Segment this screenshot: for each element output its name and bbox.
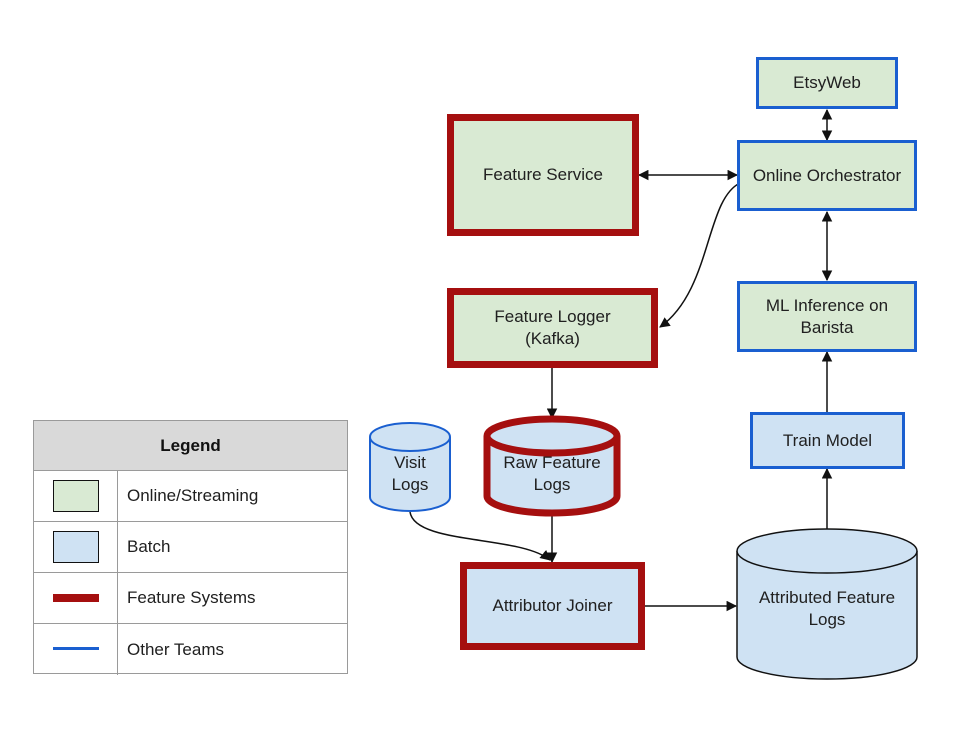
feature-service-node: Feature Service (447, 114, 639, 236)
attributor-joiner-node: Attributor Joiner (460, 562, 645, 650)
edge-visitlogs-attributor (409, 511, 551, 561)
legend-symbol-cell (34, 624, 118, 675)
red-line-swatch (53, 594, 99, 602)
legend-symbol-cell (34, 573, 118, 623)
legend-row-feature-systems: Feature Systems (34, 573, 347, 624)
green-box-swatch (53, 480, 99, 512)
blue-box-swatch (53, 531, 99, 563)
attributed-feature-logs-cylinder (736, 528, 918, 680)
visit-logs-cylinder (369, 422, 451, 512)
raw-feature-logs-cylinder (483, 415, 621, 517)
etsyweb-node: EtsyWeb (756, 57, 898, 109)
legend-label: Other Teams (127, 639, 225, 659)
legend: Legend Online/Streaming Batch Feature Sy… (33, 420, 348, 675)
legend-label: Batch (127, 537, 171, 556)
legend-row-batch: Batch (34, 522, 347, 573)
feature-logger-node: Feature Logger (Kafka) (447, 288, 658, 368)
legend-symbol-cell (34, 522, 118, 572)
legend-label: Feature Systems (127, 588, 256, 607)
online-orchestrator-node: Online Orchestrator (737, 140, 917, 211)
blue-line-swatch (53, 647, 99, 650)
visit-logs-label: Visit Logs (391, 453, 429, 494)
legend-label: Online/Streaming (127, 486, 259, 505)
attributed-feature-logs-label: Attributed Feature Logs (758, 588, 896, 629)
legend-row-online: Online/Streaming (34, 471, 347, 522)
legend-title: Legend (34, 421, 347, 471)
raw-feature-logs-label: Raw Feature Logs (503, 453, 601, 494)
legend-row-other-teams: Other Teams (34, 624, 347, 675)
ml-inference-node: ML Inference on Barista (737, 281, 917, 352)
train-model-node: Train Model (750, 412, 905, 469)
legend-symbol-cell (34, 471, 118, 521)
edge-orchestrator-featurelogger (659, 182, 741, 328)
